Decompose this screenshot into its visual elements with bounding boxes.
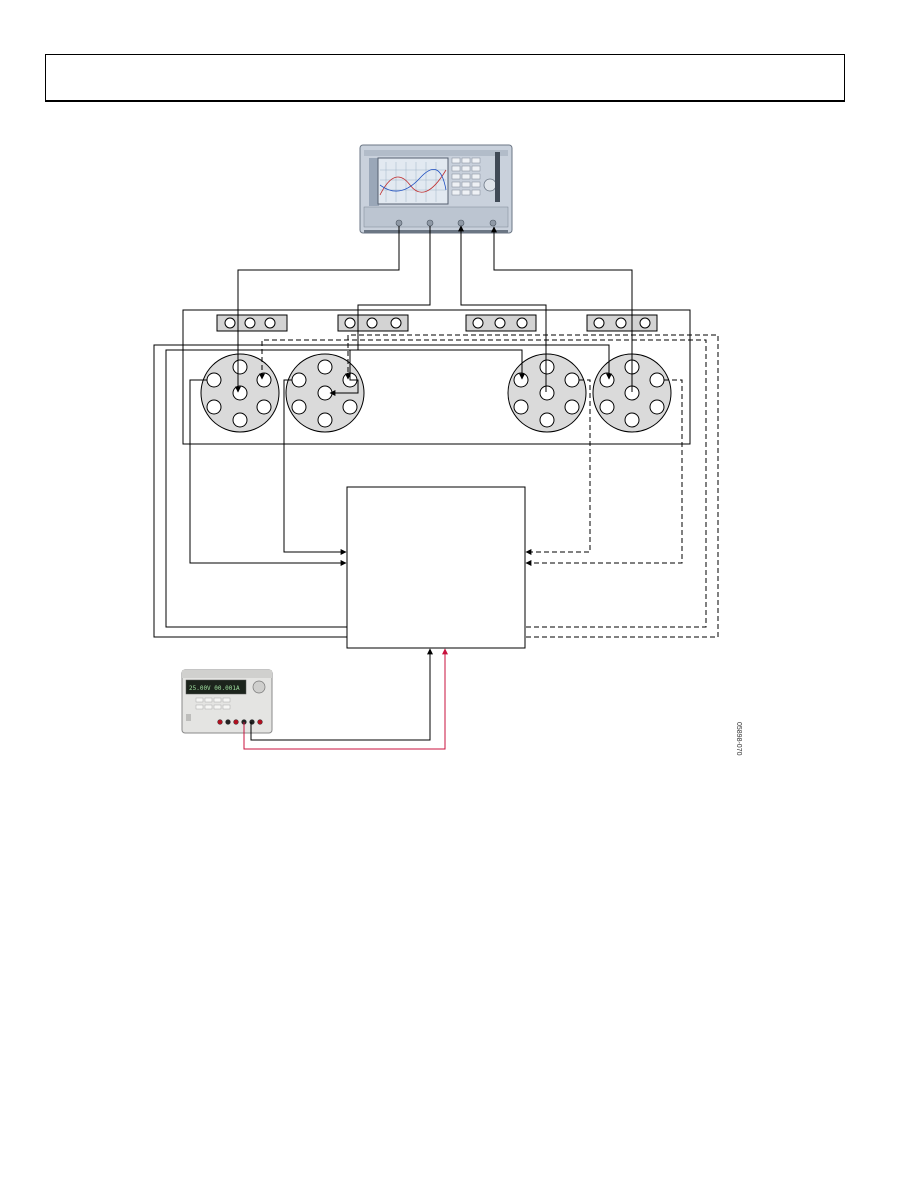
test-fixture-board bbox=[182, 309, 691, 445]
figure-number: 05898-070 bbox=[735, 722, 742, 756]
connector-disc-3 bbox=[507, 353, 587, 433]
supply-positive-cable bbox=[243, 648, 448, 750]
device-under-test-box bbox=[346, 486, 526, 649]
fixture-solid-cables bbox=[153, 344, 612, 638]
connector-disc-1 bbox=[200, 353, 280, 433]
dc-power-supply-icon: 25.00V 00.001A bbox=[181, 669, 273, 734]
power-supply-display: 25.00V 00.001A bbox=[189, 685, 240, 692]
supply-ground-cable bbox=[250, 648, 433, 741]
page-header-box bbox=[45, 54, 845, 102]
network-analyzer-icon bbox=[359, 144, 513, 234]
switch-blocks bbox=[216, 314, 658, 332]
fixture-dashed-cables bbox=[259, 334, 719, 638]
